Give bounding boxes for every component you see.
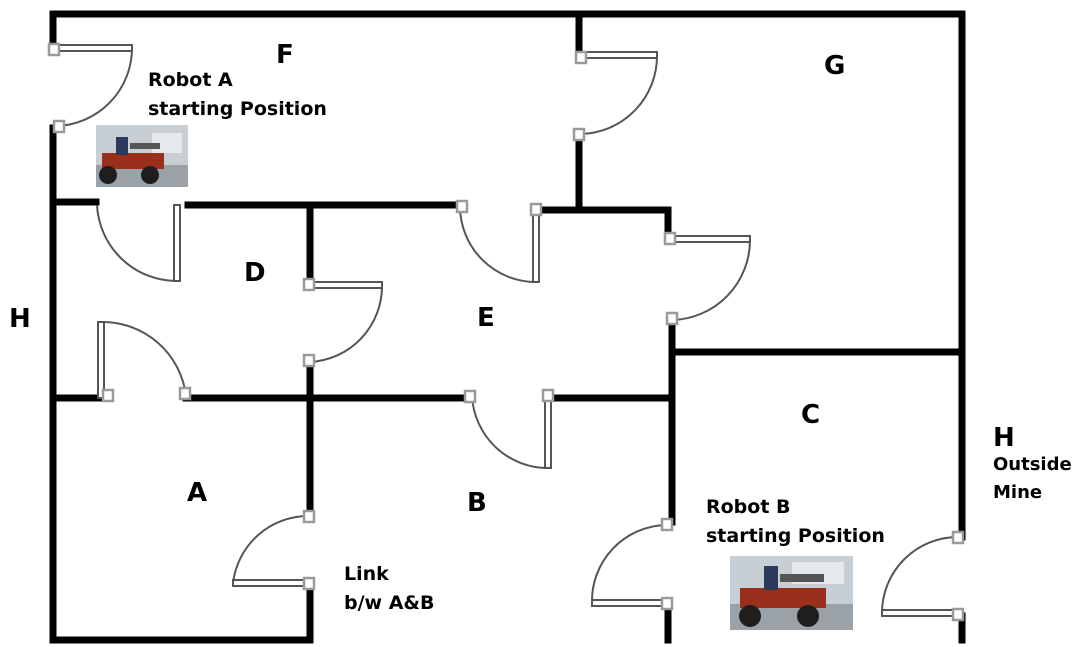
room-label-g: G bbox=[824, 51, 846, 81]
walls bbox=[49, 10, 966, 644]
room-label-d: D bbox=[244, 258, 266, 288]
door-f-g bbox=[579, 51, 659, 135]
door-c-outside bbox=[881, 536, 961, 617]
robot-a-image bbox=[96, 125, 188, 187]
door-e-g bbox=[669, 235, 752, 321]
door-hinges bbox=[47, 42, 965, 622]
room-label-h-left: H bbox=[9, 304, 31, 334]
robot-a-caption-line2: starting Position bbox=[148, 98, 327, 120]
room-label-b: B bbox=[467, 488, 487, 518]
robot-b-caption: Robot B starting Position bbox=[706, 493, 885, 551]
robot-a-caption: Robot A starting Position bbox=[148, 66, 327, 124]
robot-b-caption-line1: Robot B bbox=[706, 496, 791, 518]
outside-mine-line2: Mine bbox=[993, 482, 1043, 503]
door-h-d bbox=[97, 320, 187, 399]
door-f-e bbox=[459, 206, 540, 283]
room-label-e: E bbox=[477, 303, 495, 333]
link-caption-line1: Link bbox=[344, 563, 389, 585]
door-f-d bbox=[96, 204, 181, 283]
room-label-h-right: H bbox=[993, 423, 1015, 453]
door-a-b bbox=[232, 514, 310, 587]
outside-mine-line1: Outside bbox=[993, 454, 1072, 475]
door-h-f bbox=[55, 44, 133, 127]
robot-a-caption-line1: Robot A bbox=[148, 69, 233, 91]
door-b-c bbox=[590, 524, 667, 607]
door-e-b bbox=[471, 395, 552, 470]
robot-b-caption-line2: starting Position bbox=[706, 525, 885, 547]
room-label-f: F bbox=[276, 40, 294, 70]
robot-b-image bbox=[730, 556, 853, 630]
room-label-a: A bbox=[187, 478, 208, 508]
door-d-e bbox=[309, 281, 384, 363]
outside-mine-caption: Outside Mine bbox=[993, 451, 1072, 507]
link-caption-line2: b/w A&B bbox=[344, 592, 435, 614]
room-label-c: C bbox=[801, 400, 821, 430]
link-caption: Link b/w A&B bbox=[344, 560, 434, 618]
